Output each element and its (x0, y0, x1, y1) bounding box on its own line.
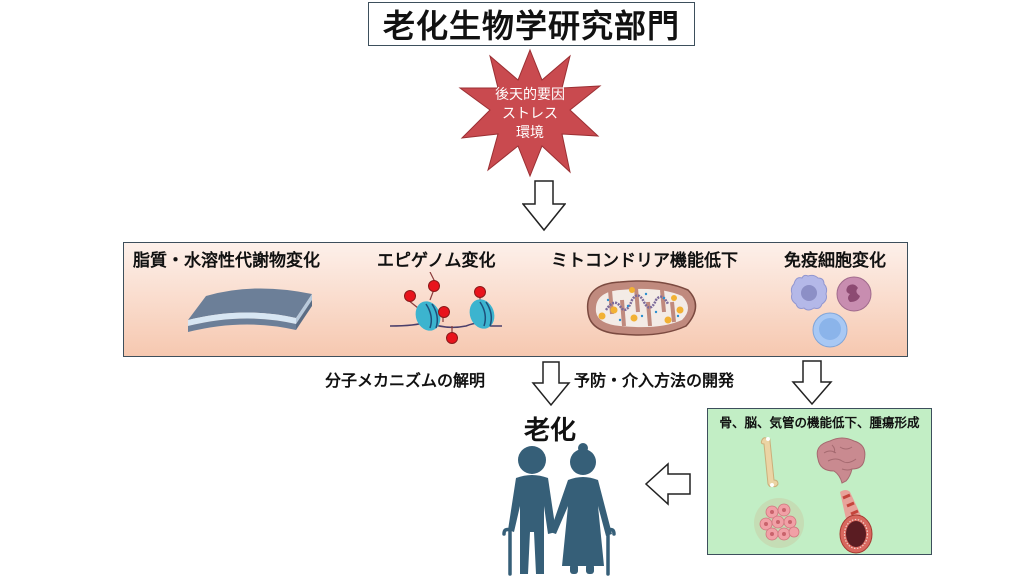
intervention-label: 予防・介入方法の開発 (574, 371, 735, 390)
aging-label: 老化 (524, 416, 577, 446)
nucleosome-methylation-icon (386, 272, 506, 350)
stress-line-3: 環境 (516, 125, 544, 141)
factor-label-immune: 免疫細胞変化 (784, 251, 886, 271)
outcomes-panel (707, 408, 932, 555)
down-arrow-icon (791, 360, 833, 406)
tumor-icon (752, 496, 806, 550)
outcomes-label: 骨、脳、気管の機能低下、腫瘍形成 (719, 415, 920, 430)
mitochondria-icon (580, 276, 702, 340)
factor-label-epigenome: エピゲノム変化 (377, 251, 496, 271)
lipid-membrane-icon (184, 284, 316, 334)
down-arrow-icon (522, 180, 566, 232)
left-arrow-icon (644, 462, 692, 506)
immune-cells-icon (788, 272, 874, 352)
down-arrow-icon (531, 361, 571, 407)
mechanism-label: 分子メカニズムの解明 (325, 371, 486, 390)
bone-icon (758, 436, 782, 488)
airway-icon (834, 488, 874, 554)
page-title: 老化生物学研究部門 (368, 2, 695, 46)
elderly-couple-icon (490, 440, 620, 576)
factor-label-mitochondria: ミトコンドリア機能低下 (551, 251, 738, 271)
brain-icon (812, 437, 868, 485)
stress-line-1: 後天的要因 (495, 87, 565, 103)
factor-label-lipid: 脂質・水溶性代謝物変化 (133, 251, 320, 271)
stress-text: 後天的要因 ストレス 環境 (458, 86, 602, 143)
stress-starburst-icon (458, 48, 602, 178)
stress-line-2: ストレス (502, 106, 558, 122)
